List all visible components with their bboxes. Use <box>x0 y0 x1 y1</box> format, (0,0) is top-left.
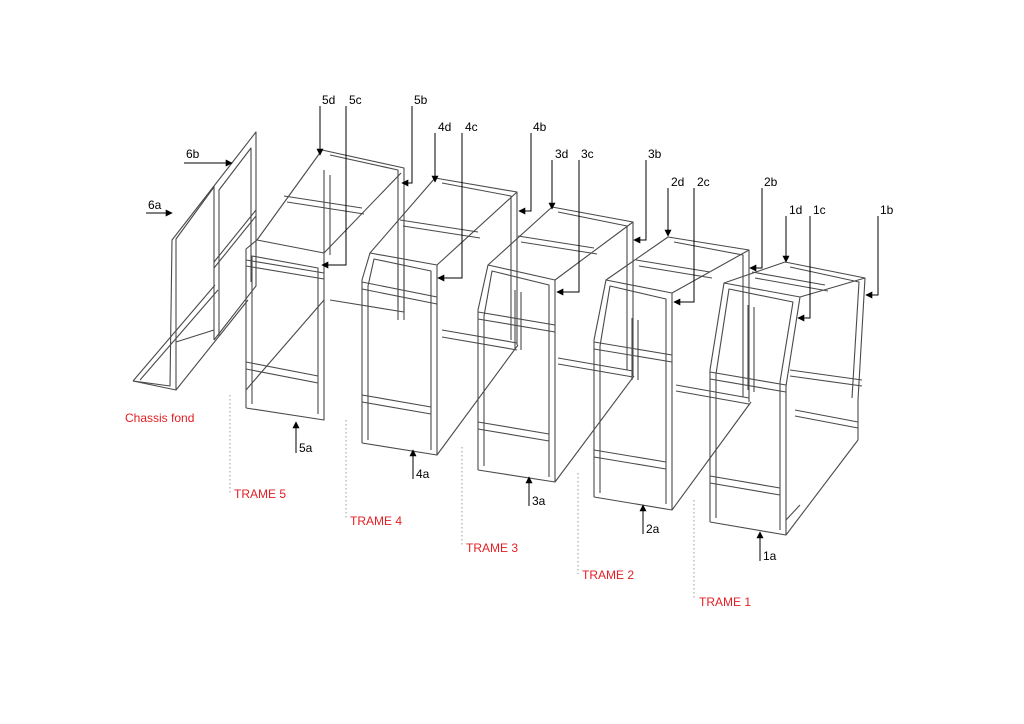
label-6b: 6b <box>186 147 200 161</box>
label-4d: 4d <box>438 120 451 134</box>
section-label-trame-1: TRAME 1 <box>699 595 751 609</box>
label-1d: 1d <box>789 203 802 217</box>
trame-5-frame <box>245 149 405 421</box>
callout-lines <box>146 106 879 561</box>
trame-4-frame <box>361 177 519 456</box>
label-4c: 4c <box>465 120 478 134</box>
section-label-trame-3: TRAME 3 <box>466 541 518 555</box>
trame-1-frame <box>709 261 866 536</box>
label-4a: 4a <box>416 467 430 481</box>
label-2a: 2a <box>646 522 660 536</box>
label-5c: 5c <box>349 93 362 107</box>
label-2b: 2b <box>764 175 778 189</box>
section-label-chassis-fond: Chassis fond <box>125 411 194 425</box>
label-2c: 2c <box>697 175 710 189</box>
label-3d: 3d <box>555 147 568 161</box>
label-5a: 5a <box>299 441 313 455</box>
label-3b: 3b <box>648 147 662 161</box>
label-1b: 1b <box>880 203 894 217</box>
label-1a: 1a <box>763 549 777 563</box>
chassis-fond-frame <box>132 131 257 391</box>
label-4b: 4b <box>533 120 547 134</box>
label-5d: 5d <box>322 93 335 107</box>
section-label-trame-2: TRAME 2 <box>582 568 634 582</box>
label-3c: 3c <box>581 147 594 161</box>
section-label-trame-4: TRAME 4 <box>350 514 402 528</box>
section-label-trame-5: TRAME 5 <box>234 487 286 501</box>
section-separators <box>229 395 695 600</box>
label-3a: 3a <box>532 494 546 508</box>
label-6a: 6a <box>148 198 162 212</box>
trame-2-frame <box>593 236 752 511</box>
label-1c: 1c <box>813 203 826 217</box>
label-5b: 5b <box>414 93 428 107</box>
label-2d: 2d <box>671 175 684 189</box>
